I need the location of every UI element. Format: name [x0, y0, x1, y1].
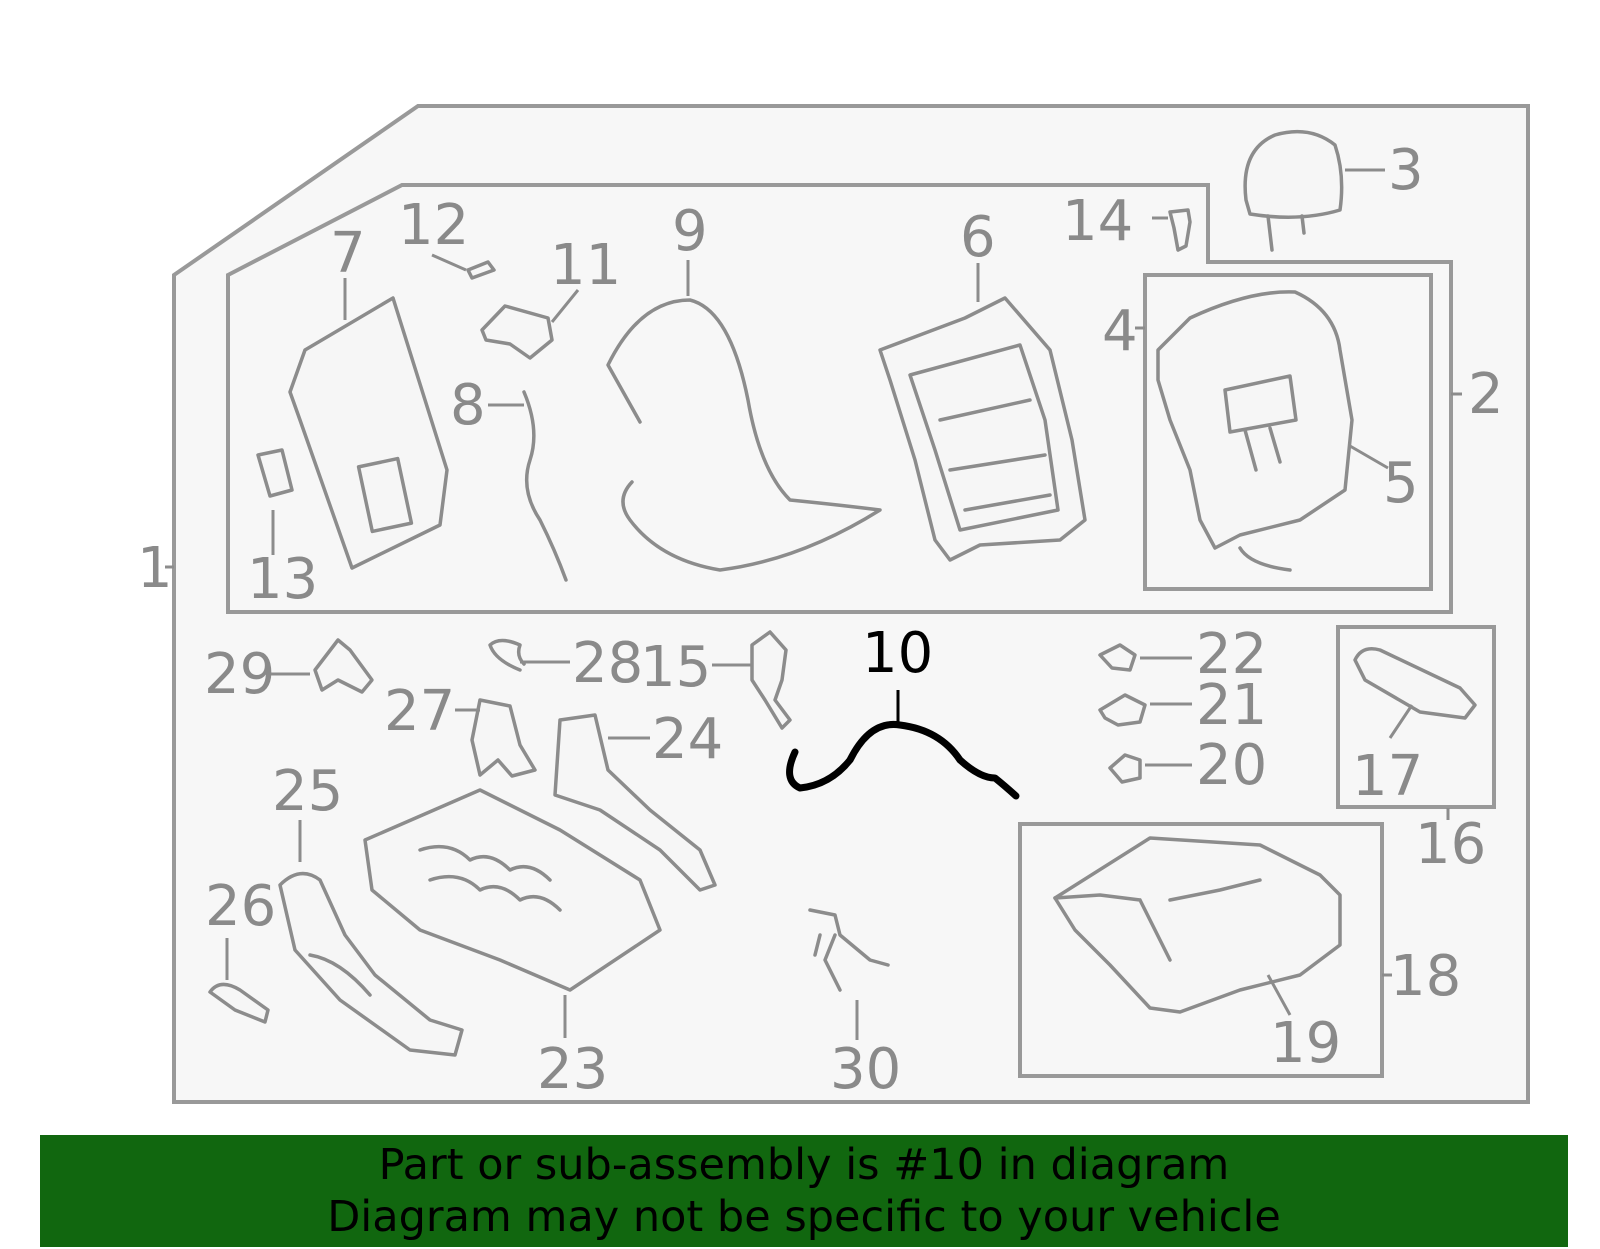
part-10-cable-highlighted [786, 720, 1020, 800]
callout-1: 1 [137, 536, 173, 601]
callout-23: 23 [537, 1037, 608, 1102]
callout-12: 12 [398, 193, 469, 258]
part-13-switch [256, 448, 294, 498]
callout-29: 29 [204, 642, 275, 707]
callout-22: 22 [1196, 622, 1267, 687]
callout-2: 2 [1468, 362, 1504, 427]
callout-5: 5 [1383, 451, 1419, 516]
part-22-clip [1098, 643, 1137, 672]
callout-21: 21 [1196, 673, 1267, 738]
part-24-rail-cover [553, 713, 717, 892]
assembly-box-18 [1018, 822, 1384, 1078]
part-9-wire [606, 298, 882, 572]
callout-8: 8 [450, 373, 486, 438]
assembly-box-4 [1143, 273, 1433, 591]
part-17-armrest [1353, 647, 1477, 720]
part-12-clip [466, 260, 496, 280]
callout-14: 14 [1062, 189, 1133, 254]
part-11-cap [480, 304, 554, 360]
callout-26: 26 [205, 874, 276, 939]
part-28-clip [488, 638, 526, 672]
part-6-frame [878, 296, 1087, 562]
callout-10: 10 [862, 621, 933, 686]
callout-11: 11 [550, 233, 621, 298]
info-banner: Part or sub-assembly is #10 in diagram D… [40, 1135, 1568, 1247]
callout-20: 20 [1196, 733, 1267, 798]
callout-4: 4 [1102, 299, 1138, 364]
callout-7: 7 [330, 221, 366, 286]
callout-24: 24 [652, 707, 723, 772]
part-14-clip [1168, 208, 1192, 252]
part-15-recliner [750, 630, 792, 730]
part-8-cable [522, 390, 568, 582]
part-7-back-panel [288, 296, 449, 570]
callout-6: 6 [960, 205, 996, 270]
part-3-headrest [1243, 129, 1344, 252]
callout-labels: 1 2 3 4 5 6 7 8 9 10 11 12 13 14 15 16 1… [137, 138, 1504, 1102]
part-26-handle [208, 982, 270, 1024]
callout-27: 27 [384, 679, 455, 744]
callout-13: 13 [247, 547, 318, 612]
callout-25: 25 [272, 759, 343, 824]
part-20-clip [1108, 753, 1142, 784]
callout-18: 18 [1390, 944, 1461, 1009]
banner-line-1: Part or sub-assembly is #10 in diagram [378, 1140, 1230, 1190]
callout-28: 28 [572, 631, 643, 696]
part-27-cover [470, 698, 537, 778]
callout-9: 9 [672, 199, 708, 264]
part-23-seat-frame [363, 788, 662, 992]
callout-15: 15 [640, 635, 711, 700]
callout-16: 16 [1415, 812, 1486, 877]
part-21-clip [1098, 693, 1147, 727]
part-25-side-shield [278, 871, 464, 1057]
callout-19: 19 [1270, 1011, 1341, 1076]
part-19-cushion [1053, 836, 1342, 1014]
callout-17: 17 [1352, 744, 1423, 809]
banner-line-2: Diagram may not be specific to your vehi… [327, 1192, 1281, 1242]
assembly-box-16 [1336, 625, 1496, 809]
part-5-back-cover [1156, 290, 1354, 572]
leader-lines [165, 168, 1462, 1040]
callout-30: 30 [830, 1037, 901, 1102]
callout-3: 3 [1388, 138, 1424, 203]
part-29-bracket [313, 638, 374, 694]
part-30-harness [808, 908, 890, 992]
